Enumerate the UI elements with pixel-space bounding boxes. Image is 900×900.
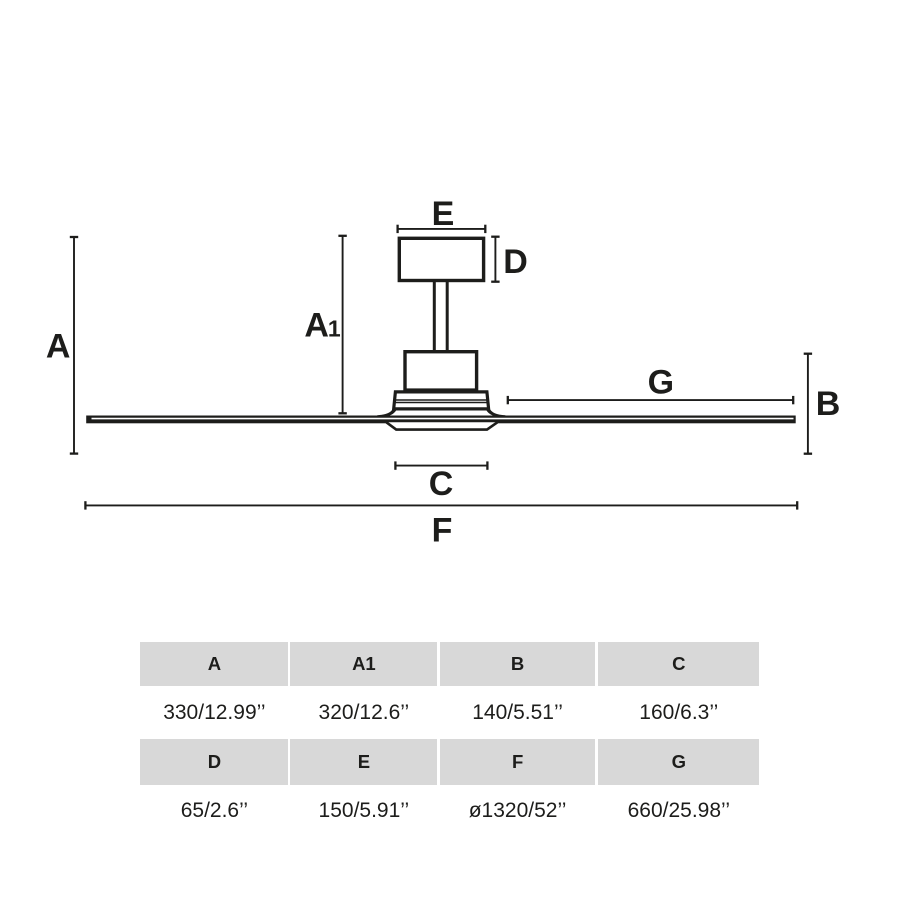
svg-text:C: C (429, 465, 454, 503)
svg-text:G: G (648, 364, 674, 402)
svg-text:A: A (304, 306, 329, 344)
svg-text:1: 1 (328, 315, 341, 341)
svg-text:F: F (432, 512, 453, 550)
svg-text:D: D (503, 243, 528, 281)
svg-text:E: E (432, 195, 455, 233)
svg-text:B: B (816, 385, 841, 423)
svg-text:A: A (46, 327, 71, 365)
